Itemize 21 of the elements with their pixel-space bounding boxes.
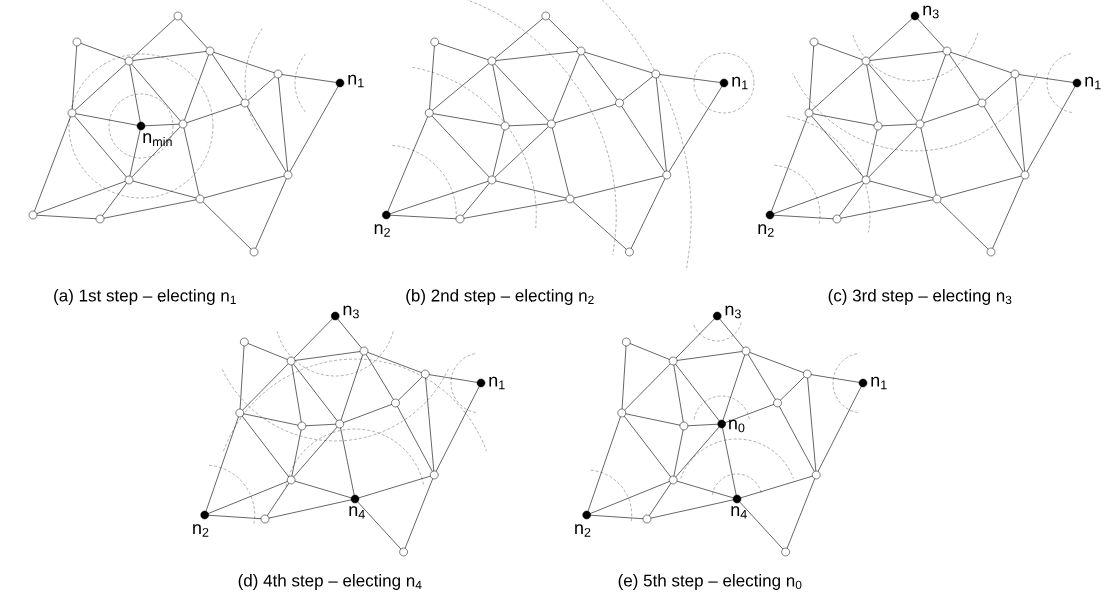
- node-label: n$_{min}$: [143, 133, 172, 147]
- node-label: n$_{1}$: [348, 74, 364, 88]
- node-label: n$_{1}$: [489, 376, 505, 390]
- node-label: n$_{1}$: [1085, 76, 1101, 90]
- node-label: n$_{2}$: [374, 224, 390, 237]
- caption: (d) 4th step – electing n$_{4}$: [238, 574, 422, 590]
- node-label: n$_{3}$: [343, 305, 359, 319]
- node-label: n$_{3}$: [923, 5, 939, 19]
- node-label: n$_{2}$: [758, 224, 774, 237]
- node-label: n$_{0}$: [729, 419, 745, 433]
- node-label: n$_{3}$: [725, 305, 741, 319]
- node-label: n$_{4}$: [731, 506, 747, 519]
- node-label: n$_{2}$: [575, 524, 591, 537]
- node-label: n$_{1}$: [871, 376, 887, 390]
- caption: (c) 3rd step – electing n$_{3}$: [828, 289, 1012, 305]
- node-label: n$_{1}$: [732, 76, 748, 90]
- node-label: n$_{4}$: [349, 506, 365, 519]
- caption: (e) 5th step – electing n$_{0}$: [618, 574, 802, 590]
- node-label: n$_{2}$: [193, 524, 209, 537]
- caption: (a) 1st step – electing n$_{1}$: [54, 289, 236, 305]
- caption: (b) 2nd step – electing n$_{2}$: [406, 289, 594, 305]
